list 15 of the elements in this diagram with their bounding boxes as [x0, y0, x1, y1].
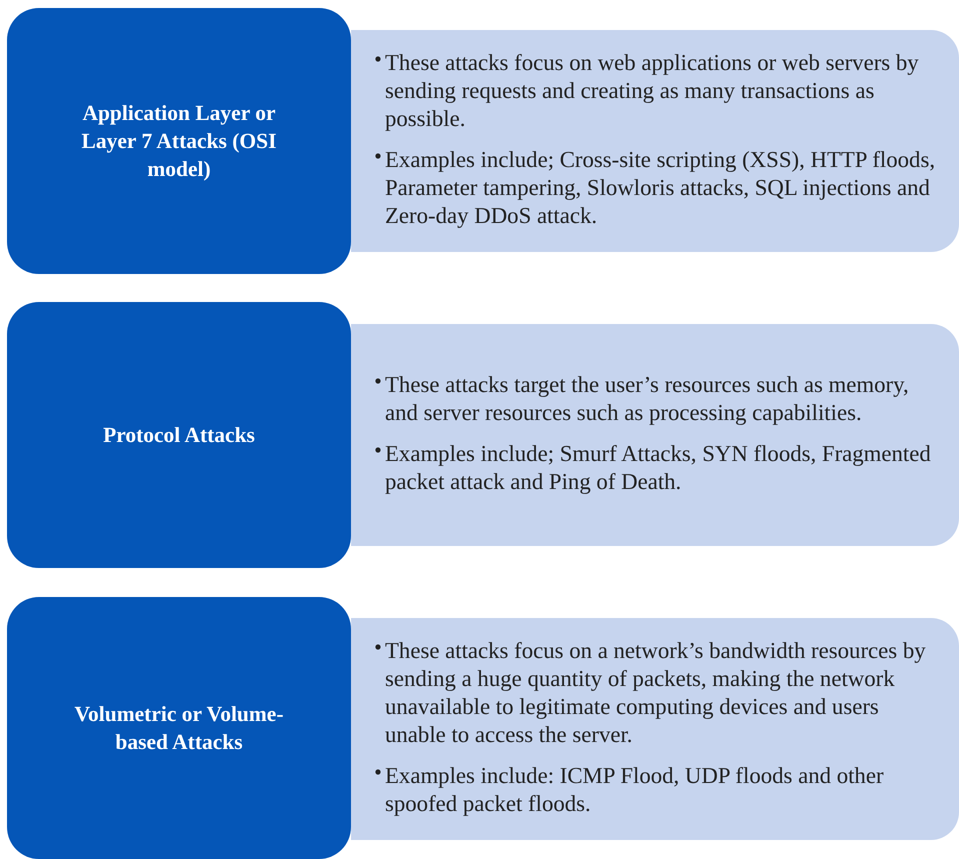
category-title: Application Layer or Layer 7 Attacks (OSI model) — [80, 100, 278, 183]
category-box — [7, 302, 351, 568]
description-panel — [351, 30, 959, 252]
category-title: Volumetric or Volume-based Attacks — [73, 701, 285, 756]
bullet-text: These attacks target the user’s resources such as memory, and server resources such as processing capabilities. — [385, 371, 910, 427]
bullet-text: These attacks focus on web applications or web servers by sending requests and creating as many transactions as possible. — [385, 49, 920, 133]
category-title: Protocol Attacks — [103, 422, 255, 449]
bullet-text: Examples include; Cross-site scripting (XSS), HTTP floods, Parameter tampering, Slowloris attacks, SQL injections and Zero-day DDoS attack. — [385, 146, 936, 230]
bullet-text: Examples include: ICMP Flood, UDP floods and other spoofed packet floods. — [385, 762, 885, 818]
description-panel — [351, 324, 959, 546]
bullet-text: Examples include; Smurf Attacks, SYN floods, Fragmented packet attack and Ping of Death. — [385, 440, 932, 496]
category-box — [7, 597, 351, 859]
bullet-text: These attacks focus on a network’s bandwidth resources by sending a huge quantity of packets, making the network unavailable to legitimate computing devices and users unable to access the server. — [385, 637, 927, 749]
category-box — [7, 8, 351, 274]
description-panel — [351, 618, 959, 840]
